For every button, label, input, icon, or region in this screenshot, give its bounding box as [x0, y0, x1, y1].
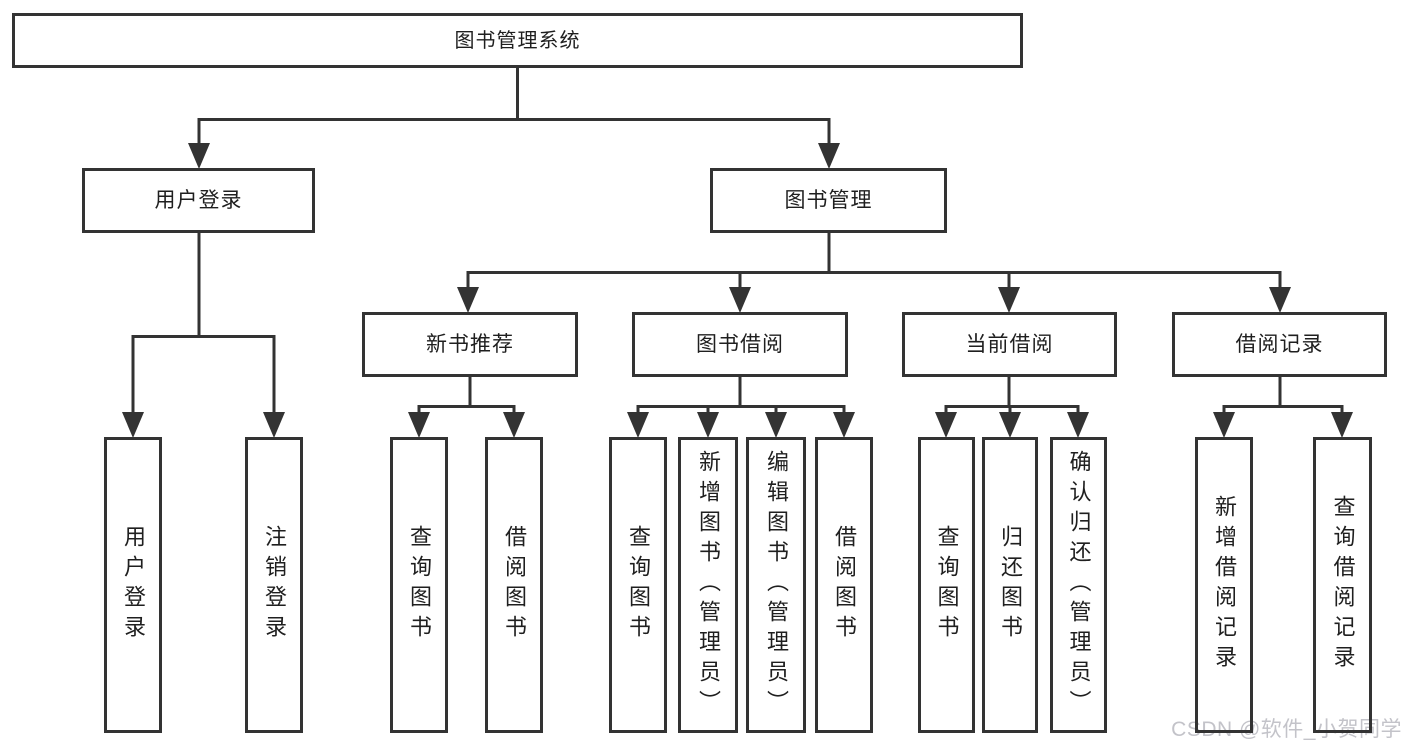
arrowhead-icon — [122, 412, 144, 438]
arrowhead-icon — [1331, 412, 1353, 438]
leaf-user-login: 用户登录 — [104, 437, 162, 733]
arrowhead-icon — [833, 412, 855, 438]
leaf-query-books-current: 查询图书 — [918, 437, 975, 733]
arrowhead-icon — [263, 412, 285, 438]
arrowhead-icon — [1067, 412, 1089, 438]
arrowhead-icon — [998, 287, 1020, 313]
connector-userlogin-to-leaves — [131, 233, 276, 413]
node-book-management: 图书管理 — [710, 168, 947, 233]
node-current-borrow: 当前借阅 — [902, 312, 1117, 377]
arrowhead-icon — [627, 412, 649, 438]
node-book-borrow: 图书借阅 — [632, 312, 848, 377]
arrowhead-icon — [935, 412, 957, 438]
connector-borrowrecord-to-leaves — [1222, 377, 1344, 413]
leaf-return-books: 归还图书 — [982, 437, 1038, 733]
leaf-query-books-borrow: 查询图书 — [609, 437, 667, 733]
arrowhead-icon — [408, 412, 430, 438]
connector-currentborrow-to-leaves — [944, 377, 1080, 413]
leaf-borrow-books-recommend: 借阅图书 — [485, 437, 543, 733]
leaf-borrow-books: 借阅图书 — [815, 437, 873, 733]
arrowhead-icon — [457, 287, 479, 313]
connector-bookmgmt-to-level3 — [466, 233, 1282, 288]
arrowhead-icon — [729, 287, 751, 313]
arrowhead-icon — [697, 412, 719, 438]
leaf-add-borrow-record: 新增借阅记录 — [1195, 437, 1253, 733]
leaf-query-borrow-record: 查询借阅记录 — [1313, 437, 1372, 733]
arrowhead-icon — [1269, 287, 1291, 313]
arrowhead-icon — [999, 412, 1021, 438]
arrowhead-icon — [765, 412, 787, 438]
arrowhead-icon — [188, 143, 210, 169]
connector-root-to-level2 — [197, 68, 831, 144]
leaf-query-books-recommend: 查询图书 — [390, 437, 448, 733]
node-borrow-records: 借阅记录 — [1172, 312, 1387, 377]
watermark: CSDN @软件_小贺同学 — [1171, 718, 1402, 741]
leaf-add-book-admin: 新增图书（管理员） — [678, 437, 738, 733]
connector-bookborrow-to-leaves — [636, 377, 846, 413]
leaf-confirm-return-admin: 确认归还（管理员） — [1050, 437, 1107, 733]
leaf-logout: 注销登录 — [245, 437, 303, 733]
arrowhead-icon — [503, 412, 525, 438]
connector-newbook-to-leaves — [417, 377, 516, 413]
arrowhead-icon — [1213, 412, 1235, 438]
node-library-system: 图书管理系统 — [12, 13, 1023, 68]
leaf-edit-book-admin: 编辑图书（管理员） — [746, 437, 806, 733]
node-new-book-recommend: 新书推荐 — [362, 312, 578, 377]
node-user-login: 用户登录 — [82, 168, 315, 233]
arrowhead-icon — [818, 143, 840, 169]
